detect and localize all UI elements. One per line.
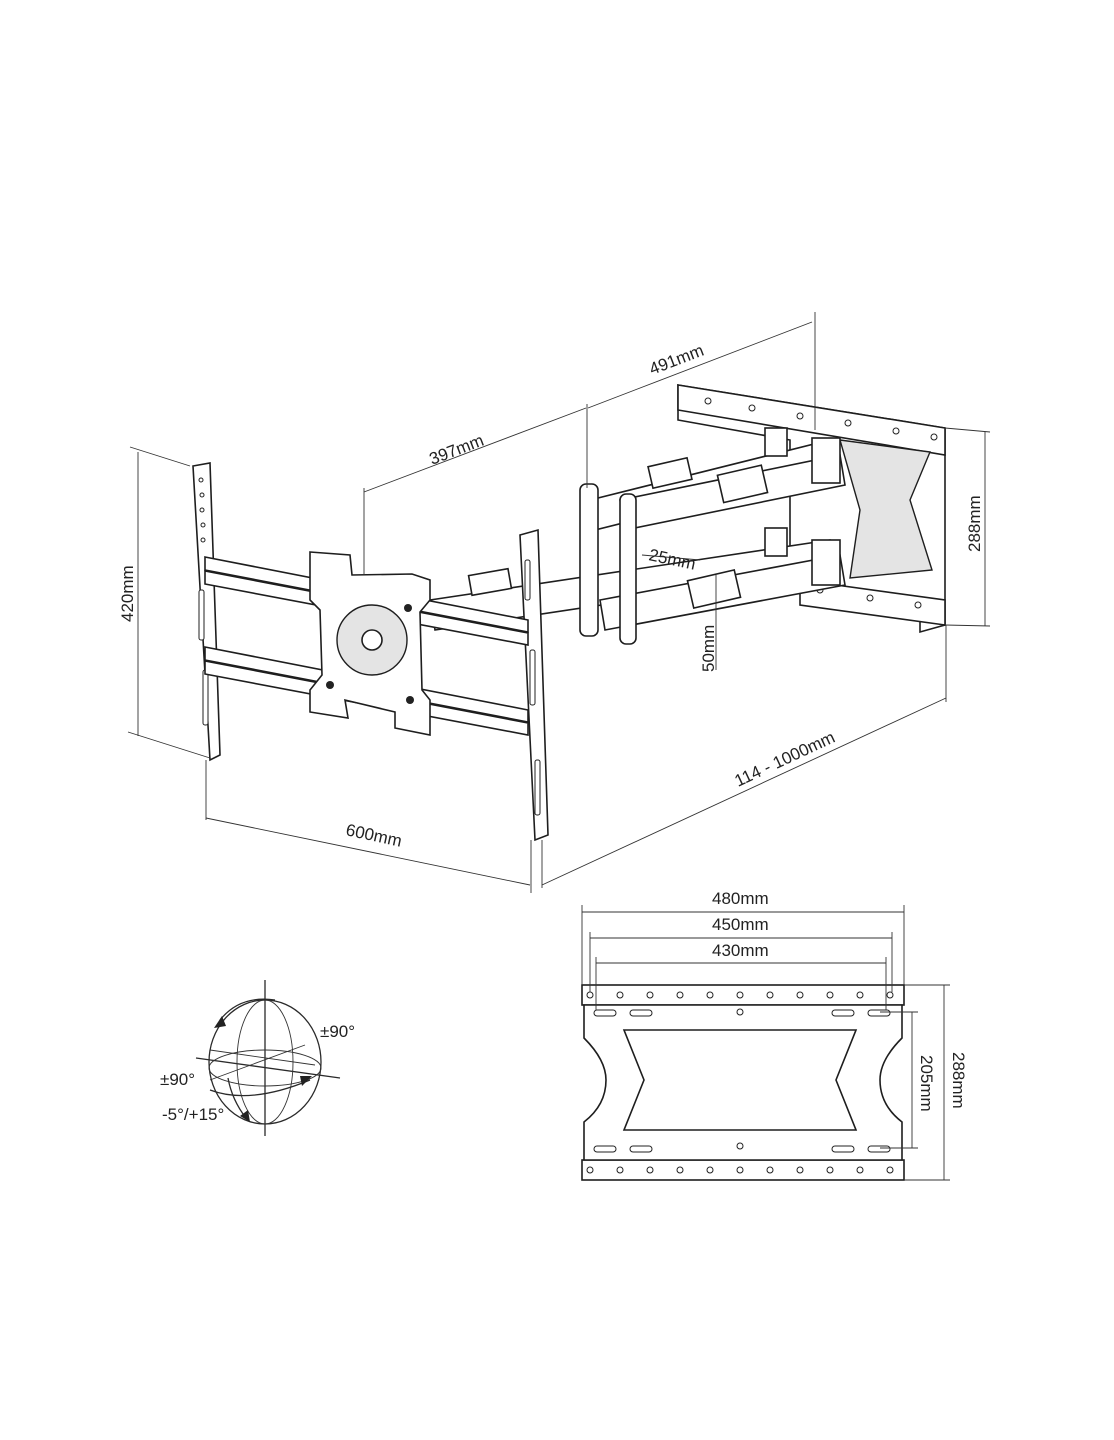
elbow-hinges: [579, 483, 637, 645]
label-114-1000mm: 114 - 1000mm: [732, 728, 838, 791]
plate-slots: [593, 1008, 891, 1153]
dimension-labels-front: 480mm 450mm 430mm 205mm 288mm: [712, 889, 968, 1112]
label-tilt: -5°/+15°: [162, 1105, 224, 1124]
plate-bottom-holes: [586, 1166, 894, 1174]
upper-arm: [589, 427, 846, 531]
plate-cutout: [622, 1029, 858, 1131]
label-480mm: 480mm: [712, 889, 769, 908]
swivel-arrow-icon: [209, 1079, 311, 1097]
label-450mm: 450mm: [712, 915, 769, 934]
label-491mm: 491mm: [647, 341, 707, 379]
dimension-lines-front: [581, 905, 950, 1181]
wall-plate-isometric: [677, 384, 946, 634]
mount-isometric-view: 491mm 397mm 420mm 600mm 114 - 1000mm 288…: [118, 312, 991, 893]
wall-plate-front-view: 480mm 450mm 430mm 205mm 288mm: [581, 889, 968, 1181]
tv-rail-right: [519, 528, 549, 842]
center-adaptor-plate: [309, 551, 431, 736]
label-50mm: 50mm: [699, 625, 718, 672]
rail-left-holes: [198, 477, 206, 543]
rotate-arrow-icon: [219, 998, 276, 1021]
label-205mm: 205mm: [917, 1055, 936, 1112]
label-600mm: 600mm: [344, 820, 403, 850]
horizontal-axis: [195, 1057, 341, 1079]
label-420mm: 420mm: [118, 565, 137, 622]
label-288mm-top: 288mm: [965, 495, 984, 552]
label-288mm-front: 288mm: [949, 1052, 968, 1109]
dimension-lines-top: [127, 312, 991, 893]
wall-plate-holes: [704, 397, 938, 609]
tv-rail-left: [192, 462, 221, 762]
label-397mm: 397mm: [427, 431, 487, 469]
label-swivel: ±90°: [160, 1070, 195, 1089]
rotation-diagram: ±90° ±90° -5°/+15°: [160, 980, 355, 1136]
label-rotation: ±90°: [320, 1022, 355, 1041]
label-430mm: 430mm: [712, 941, 769, 960]
